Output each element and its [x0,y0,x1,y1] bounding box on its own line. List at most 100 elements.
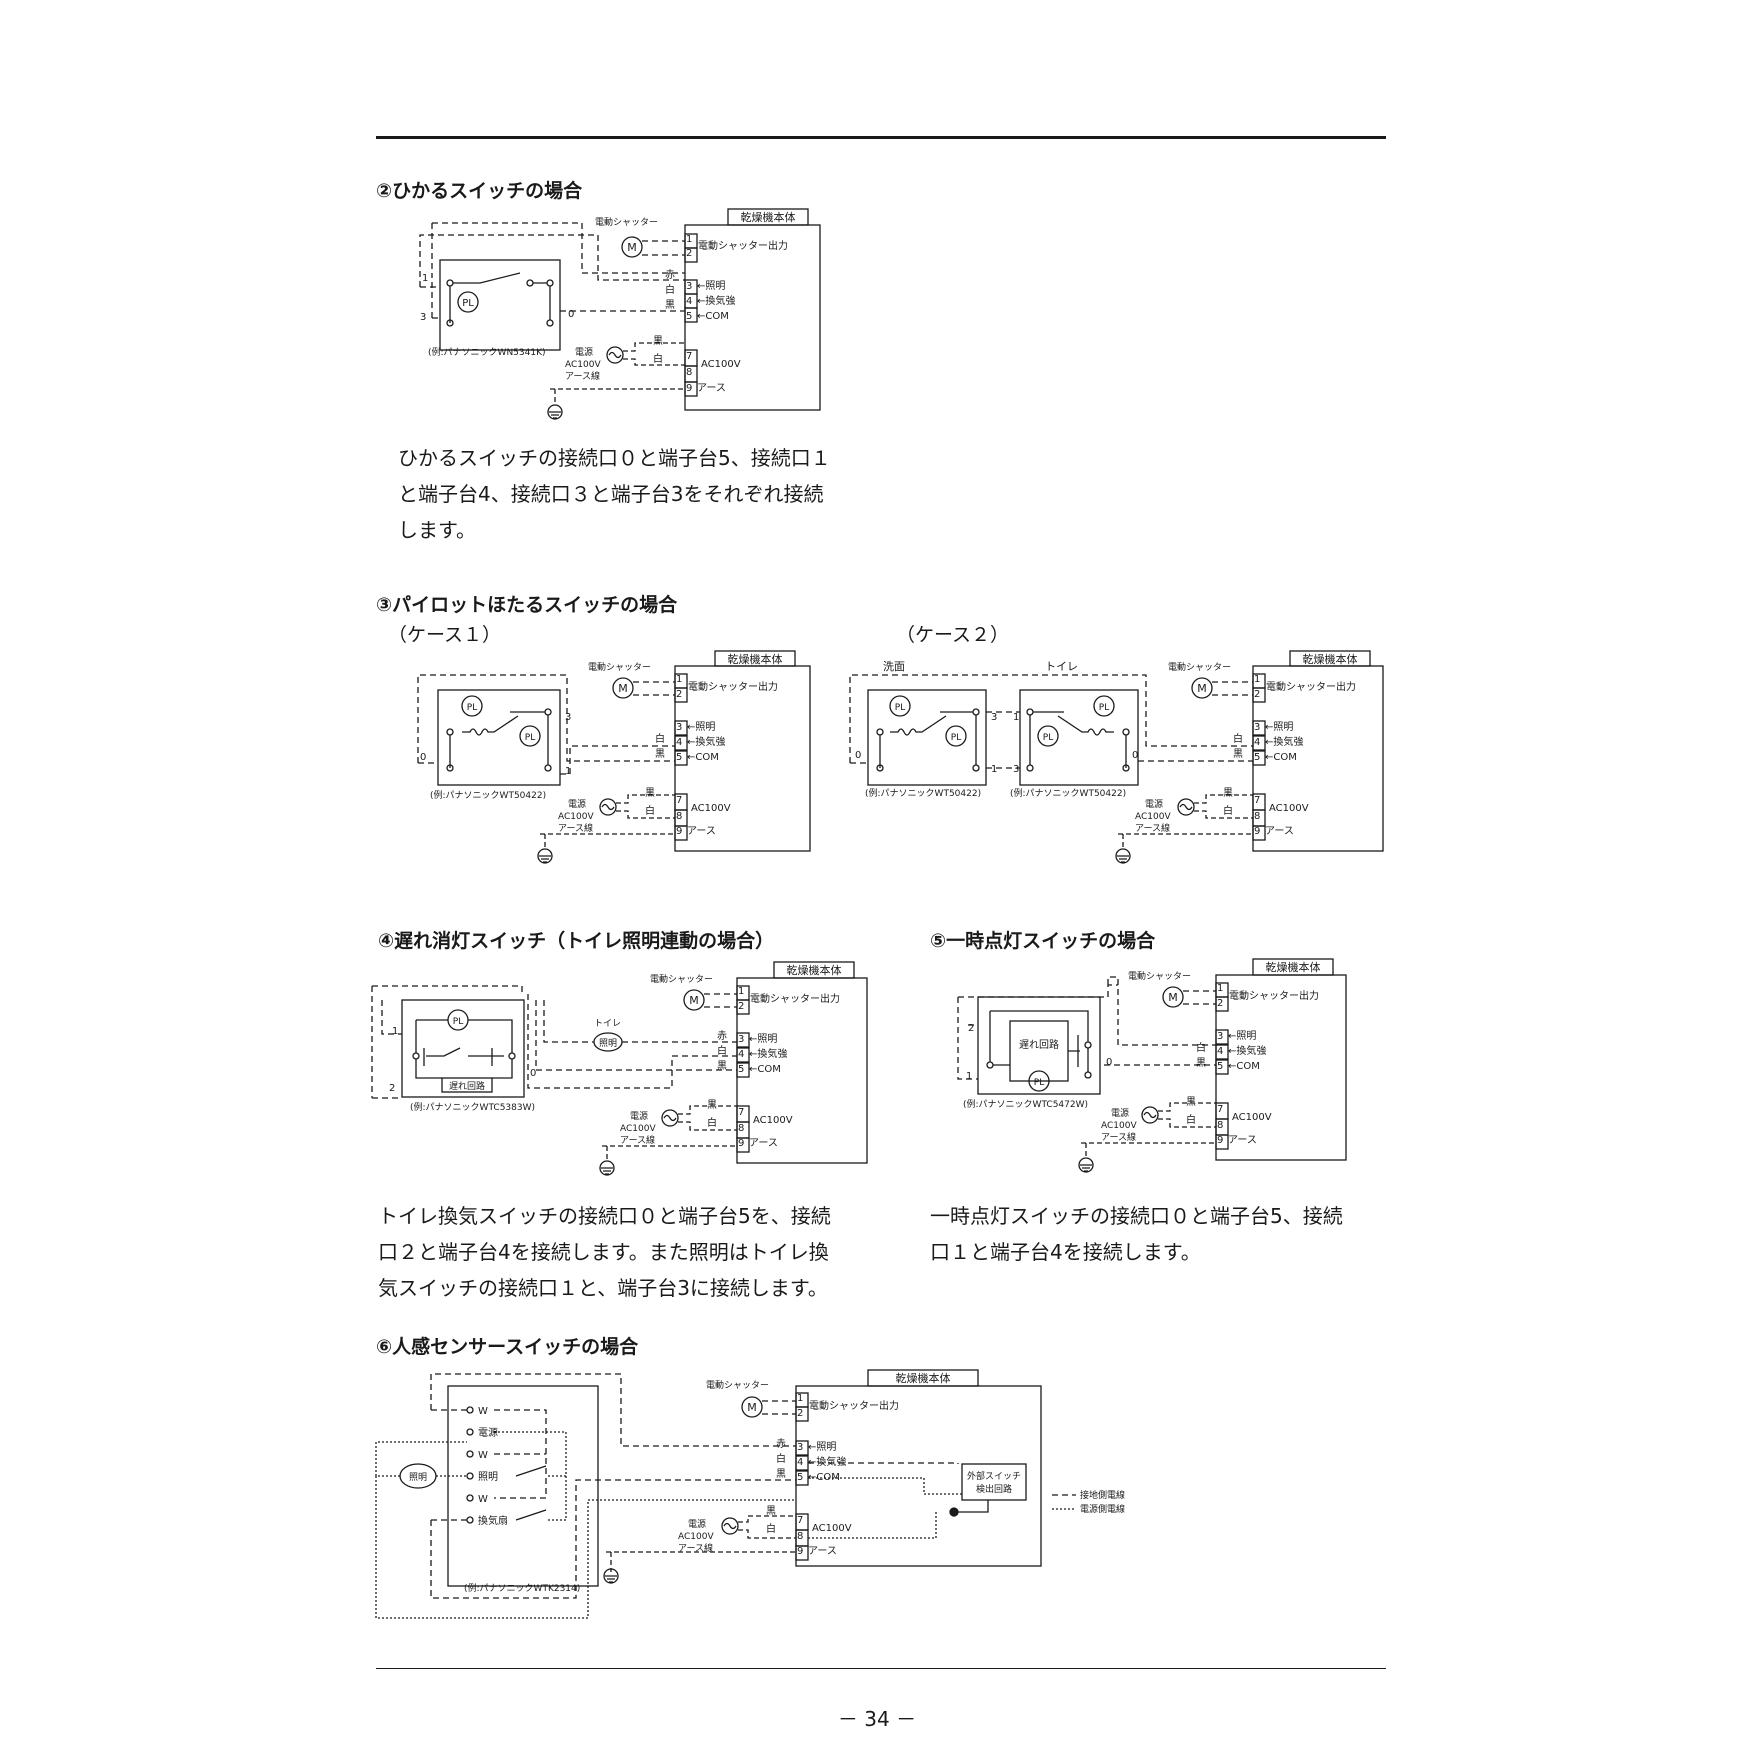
svg-text:乾燥機本体: 乾燥機本体 [1266,960,1321,974]
svg-text:4: 4 [1217,1046,1223,1057]
svg-text:←COM: ←COM [1228,1061,1260,1072]
svg-text:5: 5 [797,1472,803,1483]
svg-text:←換気強: ←換気強 [687,735,725,748]
svg-text:(例:パナソニックWTC5472W): (例:パナソニックWTC5472W) [963,1098,1088,1110]
svg-text:PL: PL [895,703,905,713]
svg-text:W: W [478,1494,488,1505]
svg-text:乾燥機本体: 乾燥機本体 [896,1371,951,1385]
svg-text:黒: 黒 [655,748,665,760]
svg-text:2: 2 [797,1408,803,1419]
svg-text:←換気強: ←換気強 [808,1455,846,1468]
svg-text:白: 白 [717,1044,727,1057]
svg-text:M: M [627,241,637,254]
svg-text:3: 3 [797,1442,803,1453]
svg-text:←換気強: ←換気強 [697,294,735,307]
svg-text:3: 3 [565,712,571,723]
svg-text:(例:パナソニックWT50422): (例:パナソニックWT50422) [430,789,546,801]
svg-text:2: 2 [676,689,682,700]
svg-text:M: M [1197,682,1207,695]
heading-motion-sensor-switch: ⑥人感センサースイッチの場合 [376,1336,639,1358]
svg-text:9: 9 [1217,1135,1223,1146]
svg-text:9: 9 [686,383,692,394]
svg-text:白: 白 [665,283,675,296]
svg-text:電動シャッター出力: 電動シャッター出力 [809,1399,899,1412]
svg-text:3: 3 [1217,1031,1223,1042]
svg-text:黒: 黒 [707,1099,717,1111]
svg-text:アース: アース [697,383,726,394]
svg-text:電動シャッター出力: 電動シャッター出力 [1229,989,1319,1002]
svg-text:アース: アース [808,1546,837,1557]
svg-text:(例:パナソニックWT50422): (例:パナソニックWT50422) [865,787,981,799]
svg-text:黒: 黒 [645,787,655,799]
svg-text:PL: PL [467,703,477,713]
svg-text:AC100V: AC100V [1101,1121,1137,1131]
svg-text:PL: PL [1034,1078,1044,1088]
svg-text:黒: 黒 [776,1468,786,1480]
top-rule [376,136,1386,139]
svg-text:AC100V: AC100V [1269,803,1309,814]
svg-text:2: 2 [1254,689,1260,700]
paragraph-hikaru: ひかるスイッチの接続口０と端子台5、接続口１ と端子台4、接続口３と端子台3をそ… [398,446,831,542]
svg-text:3: 3 [686,281,692,292]
svg-text:8: 8 [676,811,682,822]
svg-text:アース線: アース線 [565,370,600,382]
svg-text:アース線: アース線 [620,1134,655,1146]
wiring-diagram-hikaru: 乾燥機本体 1 2 3 4 5 7 8 9 電動シャッター出力 ←照明 ←換気強… [419,208,821,420]
svg-text:検出回路: 検出回路 [976,1483,1012,1495]
svg-text:←換気強: ←換気強 [1228,1044,1266,1057]
svg-text:M: M [1168,991,1178,1004]
svg-text:2: 2 [686,248,692,259]
svg-text:8: 8 [1254,811,1260,822]
svg-text:7: 7 [797,1515,803,1526]
svg-text:9: 9 [738,1138,744,1149]
svg-text:赤: 赤 [717,1030,727,1042]
svg-text:遅れ回路: 遅れ回路 [1019,1038,1059,1051]
svg-text:照明: 照明 [478,1471,498,1483]
svg-text:黒: 黒 [1223,787,1233,799]
svg-text:4: 4 [686,296,692,307]
svg-text:5: 5 [1217,1061,1223,1072]
svg-text:W: W [478,1406,488,1417]
svg-text:←照明: ←照明 [749,1033,777,1045]
svg-text:赤: 赤 [665,269,675,281]
svg-text:アース: アース [1228,1135,1257,1146]
svg-text:遅れ回路: 遅れ回路 [449,1080,485,1092]
svg-text:電源: 電源 [568,799,586,810]
svg-text:AC100V: AC100V [620,1124,656,1134]
svg-text:乾燥機本体: 乾燥機本体 [787,963,842,977]
svg-text:トイレ: トイレ [594,1019,621,1029]
svg-text:(例:パナソニックWN5341K): (例:パナソニックWN5341K) [428,346,546,358]
svg-text:8: 8 [738,1123,744,1134]
svg-text:PL: PL [453,1017,463,1027]
paragraph-momentary: 一時点灯スイッチの接続口０と端子台5、接続 口１と端子台4を接続します。 [930,1204,1343,1264]
svg-text:1: 1 [686,234,692,245]
svg-text:AC100V: AC100V [558,812,594,822]
heading-pilot-hotaru-switch: ③パイロットほたるスイッチの場合 [376,594,678,616]
svg-text:電動シャッター出力: 電動シャッター出力 [750,992,840,1005]
svg-text:AC100V: AC100V [678,1532,714,1542]
svg-text:白: 白 [1196,1041,1206,1054]
svg-text:8: 8 [686,367,692,378]
svg-text:赤: 赤 [776,1438,786,1450]
bottom-rule [376,1668,1386,1669]
svg-text:白: 白 [655,732,665,745]
svg-text:←照明: ←照明 [697,280,725,292]
heading-hikaru-switch: ②ひかるスイッチの場合 [376,180,583,202]
svg-text:5: 5 [1254,752,1260,763]
svg-text:3: 3 [1254,722,1260,733]
svg-text:5: 5 [738,1064,744,1075]
svg-text:←換気強: ←換気強 [1265,735,1303,748]
svg-text:アース: アース [1265,826,1294,837]
svg-text:黒: 黒 [1233,748,1243,760]
svg-text:3: 3 [738,1034,744,1045]
case-1-label: （ケース１） [388,624,502,646]
svg-text:9: 9 [676,826,682,837]
svg-text:8: 8 [797,1531,803,1542]
svg-text:3: 3 [420,312,426,323]
svg-text:3: 3 [1013,764,1019,775]
svg-text:←COM: ←COM [697,311,729,322]
svg-text:1: 1 [422,273,428,284]
svg-text:2: 2 [1217,998,1223,1009]
wiring-diagram-pilot-case2: 乾燥機本体 12 345 789 電動シャッター出力 ←照明←換気強←COM A… [849,650,1384,864]
svg-text:0: 0 [1132,750,1138,761]
